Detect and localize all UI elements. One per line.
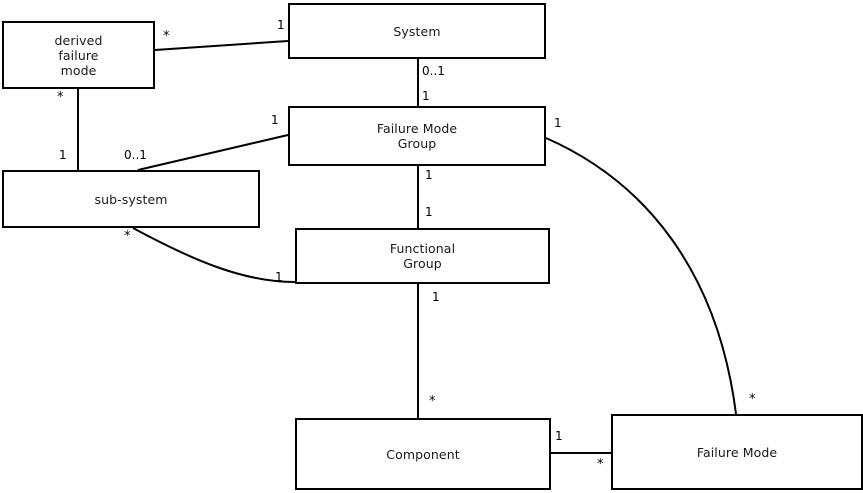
multiplicity-derived-failure-mode-sub-system: * xyxy=(57,90,64,105)
class-label-sub-system: sub-system xyxy=(94,191,168,207)
class-box-failure-mode[interactable]: Failure Mode xyxy=(611,414,863,490)
multiplicity-functional-group-sub-system: 1 xyxy=(275,270,283,284)
class-label-system: System xyxy=(393,23,441,39)
class-label-functional-group: Functional Group xyxy=(389,241,456,271)
class-box-system[interactable]: System xyxy=(288,3,546,59)
multiplicity-failure-mode-group-functional-group: 1 xyxy=(425,168,433,182)
class-box-component[interactable]: Component xyxy=(295,418,551,490)
multiplicity-failure-mode-component: * xyxy=(597,457,604,472)
class-label-failure-mode: Failure Mode xyxy=(696,444,778,460)
multiplicity-failure-mode-group-sub-system: 1 xyxy=(271,113,279,127)
multiplicity-failure-mode-group-failure-mode: 1 xyxy=(554,116,562,130)
multiplicity-component-failure-mode: 1 xyxy=(555,429,563,443)
multiplicity-functional-group-failure-mode-group: 1 xyxy=(425,205,433,219)
multiplicity-sub-system-failure-mode-group: 0..1 xyxy=(124,148,147,162)
multiplicity-failure-mode-group-system: 1 xyxy=(422,89,430,103)
multiplicity-system-derived-failure-mode: 1 xyxy=(277,18,285,32)
edge-sub-system-functional-group xyxy=(132,227,296,283)
edge-sub-system-failure-mode-group xyxy=(137,134,289,171)
multiplicity-derived-failure-mode-system: * xyxy=(163,29,170,44)
multiplicity-sub-system-derived-failure-mode: 1 xyxy=(59,148,67,162)
class-box-derived-failure-mode[interactable]: derived failure mode xyxy=(2,21,155,89)
multiplicity-sub-system-functional-group: * xyxy=(124,229,131,244)
class-box-failure-mode-group[interactable]: Failure Mode Group xyxy=(288,106,546,166)
class-label-failure-mode-group: Failure Mode Group xyxy=(376,121,458,151)
multiplicity-system-failure-mode-group: 0..1 xyxy=(422,64,445,78)
class-box-sub-system[interactable]: sub-system xyxy=(2,170,260,228)
multiplicity-functional-group-component: 1 xyxy=(432,290,440,304)
class-label-derived-failure-mode: derived failure mode xyxy=(54,32,103,78)
multiplicity-component-functional-group: * xyxy=(429,394,436,409)
edge-failure-mode-group-failure-mode xyxy=(545,137,737,415)
class-box-functional-group[interactable]: Functional Group xyxy=(295,228,550,284)
edge-derived-failure-mode-system xyxy=(154,40,289,51)
multiplicity-failure-mode-failure-mode-group: * xyxy=(749,392,756,407)
class-label-component: Component xyxy=(386,446,460,462)
